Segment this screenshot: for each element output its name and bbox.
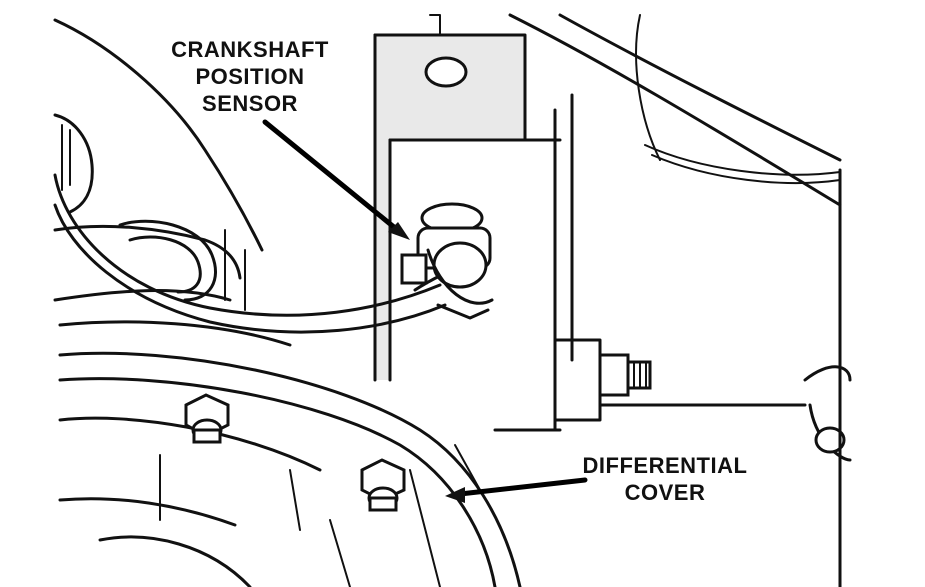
cover-bolt-lower (362, 460, 404, 510)
callout-line: CRANKSHAFT (150, 36, 350, 63)
callout-line: SENSOR (150, 90, 350, 117)
differential-cover-callout: DIFFERENTIAL COVER (565, 452, 765, 506)
mounting-stud (600, 355, 850, 460)
crankshaft-position-sensor (402, 204, 492, 318)
crankshaft-sensor-callout: CRANKSHAFT POSITION SENSOR (150, 36, 350, 117)
callout-line: POSITION (150, 63, 350, 90)
callout-line: DIFFERENTIAL (565, 452, 765, 479)
callout-line: COVER (565, 479, 765, 506)
mounting-bracket (375, 15, 600, 430)
rear-brace (510, 15, 840, 205)
leader-line-differential (445, 480, 585, 503)
frame-edge (495, 170, 840, 587)
differential-cover (60, 353, 520, 587)
